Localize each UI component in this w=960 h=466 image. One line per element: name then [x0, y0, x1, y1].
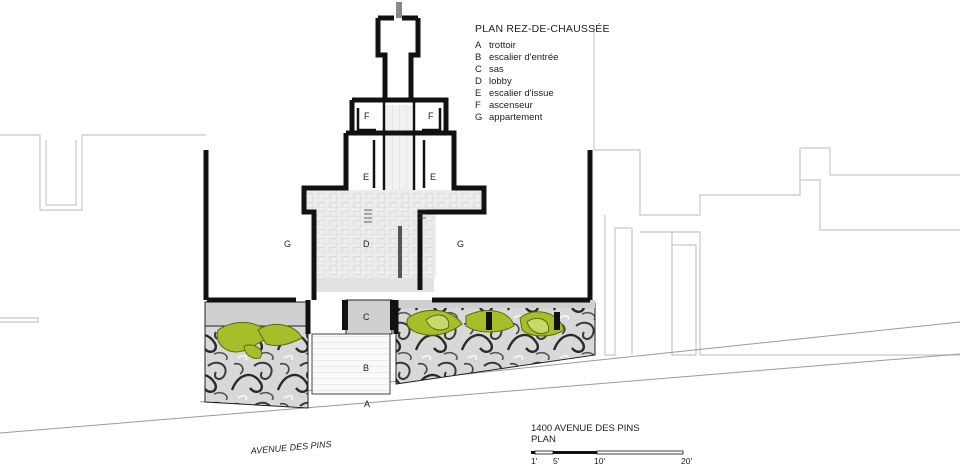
legend-label: trottoir	[489, 40, 516, 51]
legend-label: lobby	[489, 76, 512, 87]
legend-item: C sas	[475, 64, 504, 75]
caption-plan: PLAN	[531, 434, 556, 445]
inner-walls	[356, 100, 442, 190]
scale-tick: 10'	[594, 456, 605, 466]
vent	[396, 2, 402, 18]
legend-key: E	[475, 88, 481, 99]
scale-bar: 1' 5' 10' 20'	[531, 450, 692, 466]
legend-label: escalier d'issue	[489, 88, 554, 99]
legend-item: F ascenseur	[475, 100, 533, 111]
legend-item: A trottoir	[475, 40, 516, 51]
piers	[342, 226, 560, 330]
legend-key: G	[475, 112, 482, 123]
legend-item: B escalier d'entrée	[475, 52, 558, 63]
label-g-left: G	[284, 239, 291, 249]
lobby-steps	[364, 209, 426, 223]
corridor-floor	[386, 105, 412, 190]
lobby-floor	[304, 190, 484, 292]
legend-title: PLAN REZ-DE-CHAUSSÉE	[475, 22, 610, 35]
legend-item: E escalier d'issue	[475, 88, 554, 99]
legend-item: D lobby	[475, 76, 512, 87]
legend-key: F	[475, 100, 481, 111]
label-e-left: E	[363, 172, 369, 182]
label-c: C	[363, 312, 370, 322]
label-e-right: E	[430, 172, 436, 182]
legend-label: ascenseur	[489, 100, 533, 111]
legend: PLAN REZ-DE-CHAUSSÉE A trottoir B escali…	[475, 22, 610, 123]
legend-key: D	[475, 76, 482, 87]
neighbour-left	[0, 134, 206, 323]
legend-label: escalier d'entrée	[489, 52, 558, 63]
scale-tick: 1'	[531, 456, 538, 466]
label-f-left: F	[364, 111, 370, 121]
label-a: A	[364, 399, 370, 409]
room-labels: F F E E G G D C B A	[284, 111, 464, 409]
label-b: B	[363, 363, 369, 373]
walls	[203, 15, 593, 334]
legend-key: A	[475, 40, 482, 51]
label-g-right: G	[457, 239, 464, 249]
label-d: D	[363, 239, 370, 249]
neighbour-right	[593, 25, 960, 356]
caption-address: 1400 AVENUE DES PINS	[531, 423, 640, 434]
legend-item: G appartement	[475, 112, 543, 123]
scale-tick: 5'	[553, 456, 560, 466]
legend-key: C	[475, 64, 482, 75]
legend-label: appartement	[489, 112, 543, 123]
scale-tick: 20'	[681, 456, 692, 466]
legend-key: B	[475, 52, 481, 63]
street-name: AVENUE DES PINS	[249, 439, 332, 456]
legend-label: sas	[489, 64, 504, 75]
label-f-right: F	[428, 111, 434, 121]
entrance-stairs	[311, 333, 391, 395]
